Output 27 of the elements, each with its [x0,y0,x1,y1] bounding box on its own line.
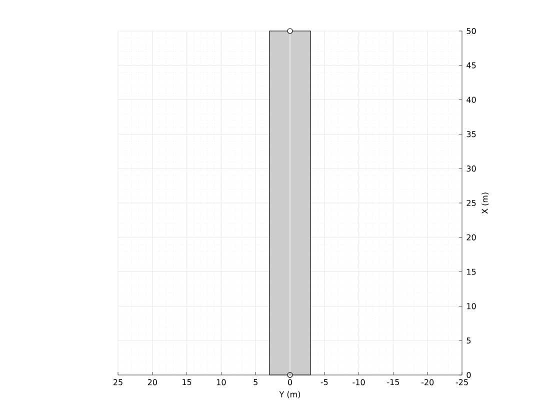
axis-title: X (m) [482,192,489,214]
tick-label: 0 [288,379,292,386]
tick-label: 10 [467,303,476,310]
tick-label: 35 [466,131,476,138]
tick-label: -10 [352,379,365,386]
tick-label: -25 [456,379,468,386]
tick-label: -15 [387,379,400,386]
tick-label: 20 [466,234,476,240]
tick-label: 40 [466,96,476,103]
tick-label: 10 [217,379,226,386]
tick-label: 0 [466,372,471,378]
tick-label: -20 [421,379,434,386]
tick-label: 50 [466,28,476,34]
axis-title: Y (m) [279,391,300,398]
tick-label: 30 [466,166,476,172]
waypoint-marker [287,28,293,34]
tick-label: 20 [148,379,157,386]
tick-label: 45 [466,62,476,68]
tick-label: 5 [254,379,258,386]
tick-label: 25 [114,379,122,386]
waypoint-marker [287,372,293,378]
road-drawing [269,30,311,376]
tick-label: 5 [466,338,471,344]
tick-label: 15 [467,268,476,275]
tick-label: 25 [466,200,476,206]
tick-label: 15 [182,379,192,386]
tick-label: -5 [320,379,328,386]
